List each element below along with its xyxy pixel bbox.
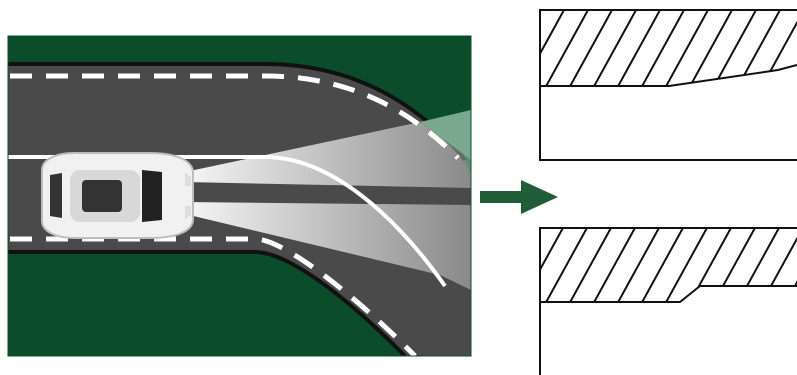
- hatch-line: [615, 10, 661, 86]
- road-edge-bottom: [8, 250, 407, 356]
- car-sunroof: [82, 180, 122, 212]
- hatch-line: [591, 10, 637, 86]
- beam-overlap-grass: [420, 110, 471, 160]
- pattern-bottom-cutoff-line: [540, 285, 797, 303]
- hatch-line: [540, 10, 565, 86]
- hatch-line: [639, 228, 684, 302]
- hatch-line: [639, 10, 685, 86]
- hatch-line: [591, 228, 636, 302]
- lane-marking-bottom: [10, 236, 417, 356]
- hatch-line: [711, 10, 757, 86]
- headlight-beam-lower: [185, 202, 471, 290]
- scene-frame: [7, 35, 472, 357]
- pattern-top-cutoff-line: [540, 64, 797, 87]
- hatch-line: [540, 228, 564, 302]
- hatch-line: [543, 10, 589, 86]
- beam-pattern-bottom: [539, 227, 797, 375]
- headlight-beam-upper: [185, 122, 471, 188]
- beam-pattern-top: [539, 9, 797, 161]
- hatch-line: [687, 10, 733, 86]
- hatch-line: [615, 228, 660, 302]
- hatch-line: [663, 228, 708, 302]
- hatch-line: [663, 10, 709, 86]
- car-top-view-icon: [41, 152, 194, 239]
- hatch-line: [567, 228, 612, 302]
- car-windshield: [142, 170, 162, 222]
- arrow-right-icon: [480, 180, 558, 214]
- hatch-line: [567, 10, 613, 86]
- car-rear-window: [50, 173, 62, 218]
- road-scene: [8, 36, 471, 356]
- hatch-line: [543, 228, 588, 302]
